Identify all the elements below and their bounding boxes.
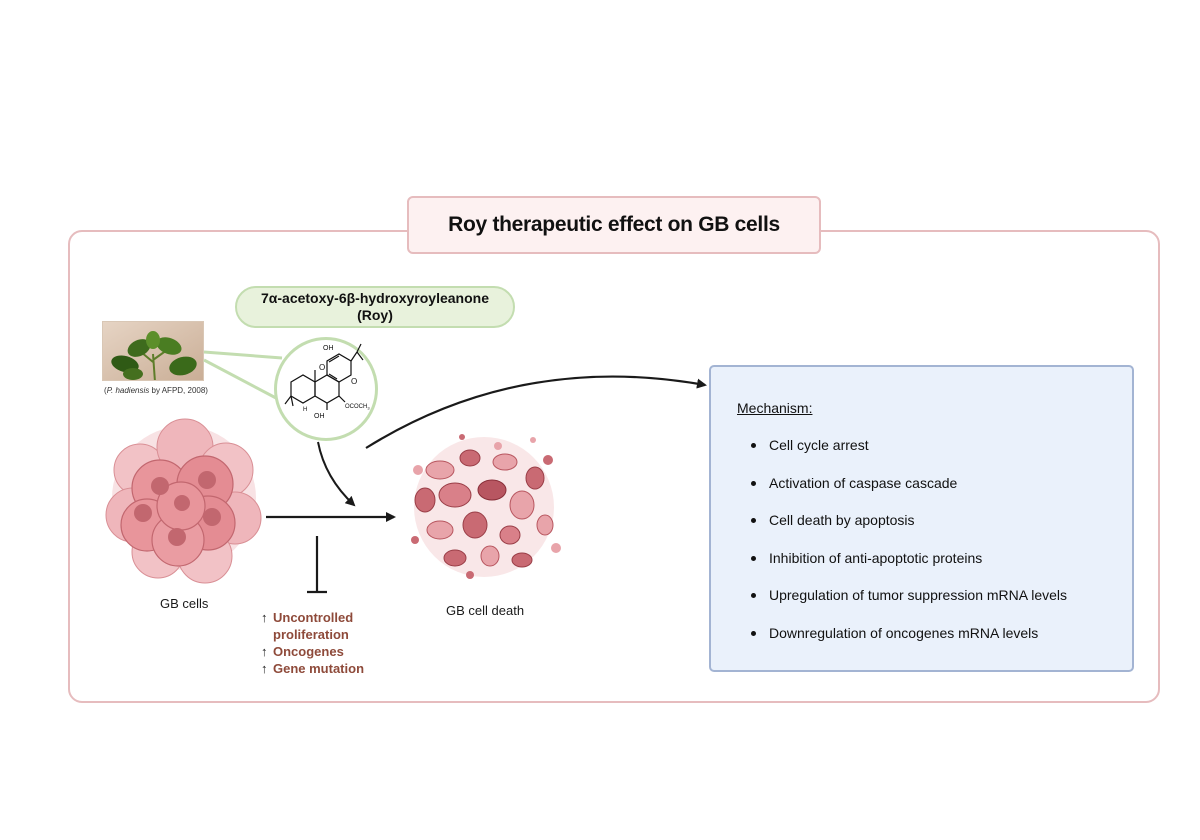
up-arrow-icon: ↑ [261,644,268,659]
mechanism-arrow [365,375,707,449]
effect-row: proliferation [261,626,364,643]
mechanism-item: Upregulation of tumor suppression mRNA l… [751,587,1067,625]
photo-credit-text: by AFPD, 2008) [149,386,208,395]
mechanism-list: Cell cycle arrest Activation of caspase … [751,437,1067,663]
up-arrow-icon: ↑ [261,610,268,625]
photo-molecule-connector [203,350,283,400]
up-arrow-icon: ↑ [261,661,268,676]
gb-cell-death-illustration [411,434,561,579]
effect-text: Oncogenes [273,644,344,659]
molecule-oh-bottom: OH [314,413,325,420]
photo-credit: (P. hadiensis by AFPD, 2008) [104,386,208,395]
photo-credit-species: P. hadiensis [106,386,150,395]
gb-cell-death-label: GB cell death [446,603,525,618]
effect-row: ↑ Oncogenes [261,643,364,660]
compound-name: 7α-acetoxy-6β-hydroxyroyleanone [260,290,489,306]
svg-text:O: O [319,363,325,372]
gb-cells-illustration [105,418,262,584]
svg-text:O: O [351,377,357,386]
molecule-acetoxy: OCOCH [345,404,367,410]
effect-row: ↑ Gene mutation [261,660,364,677]
molecule-structure: O O OH OH H OCOCH3 [274,337,378,441]
molecule-oh-top: OH [323,345,334,352]
mechanism-title: Mechanism: [737,400,813,416]
effect-row: ↑ Uncontrolled [261,609,364,626]
mechanism-item: Activation of caspase cascade [751,475,1067,513]
spacer [261,626,273,643]
effect-text: Uncontrolled [273,610,354,625]
mechanism-box: Mechanism: Cell cycle arrest Activation … [709,365,1134,672]
diagram-title: Roy therapeutic effect on GB cells [407,196,821,254]
svg-text:OCOCH3: OCOCH3 [345,404,370,411]
effect-text: proliferation [273,627,349,642]
gb-cell-characteristics: ↑ Uncontrolled proliferation ↑ Oncogenes ↑… [261,609,364,677]
mechanism-item: Inhibition of anti-apoptotic proteins [751,550,1067,588]
plant-image [103,322,203,380]
royleanone-structure-icon: O O OH OH H OCOCH3 [284,343,370,420]
mechanism-item: Cell death by apoptosis [751,512,1067,550]
plant-photo [102,321,204,381]
gb-cells-label: GB cells [160,596,209,611]
effect-text: Gene mutation [273,661,365,676]
molecule-acetoxy-sub: 3 [367,406,370,411]
compound-label: 7α-acetoxy-6β-hydroxyroyleanone (Roy) [235,286,515,328]
inhibition-symbol [307,536,327,594]
mechanism-item: Downregulation of oncogenes mRNA levels [751,625,1067,663]
molecule-h: H [303,407,307,413]
compound-abbr: (Roy) [357,307,393,323]
mechanism-item: Cell cycle arrest [751,437,1067,475]
treatment-arrow [317,441,356,507]
